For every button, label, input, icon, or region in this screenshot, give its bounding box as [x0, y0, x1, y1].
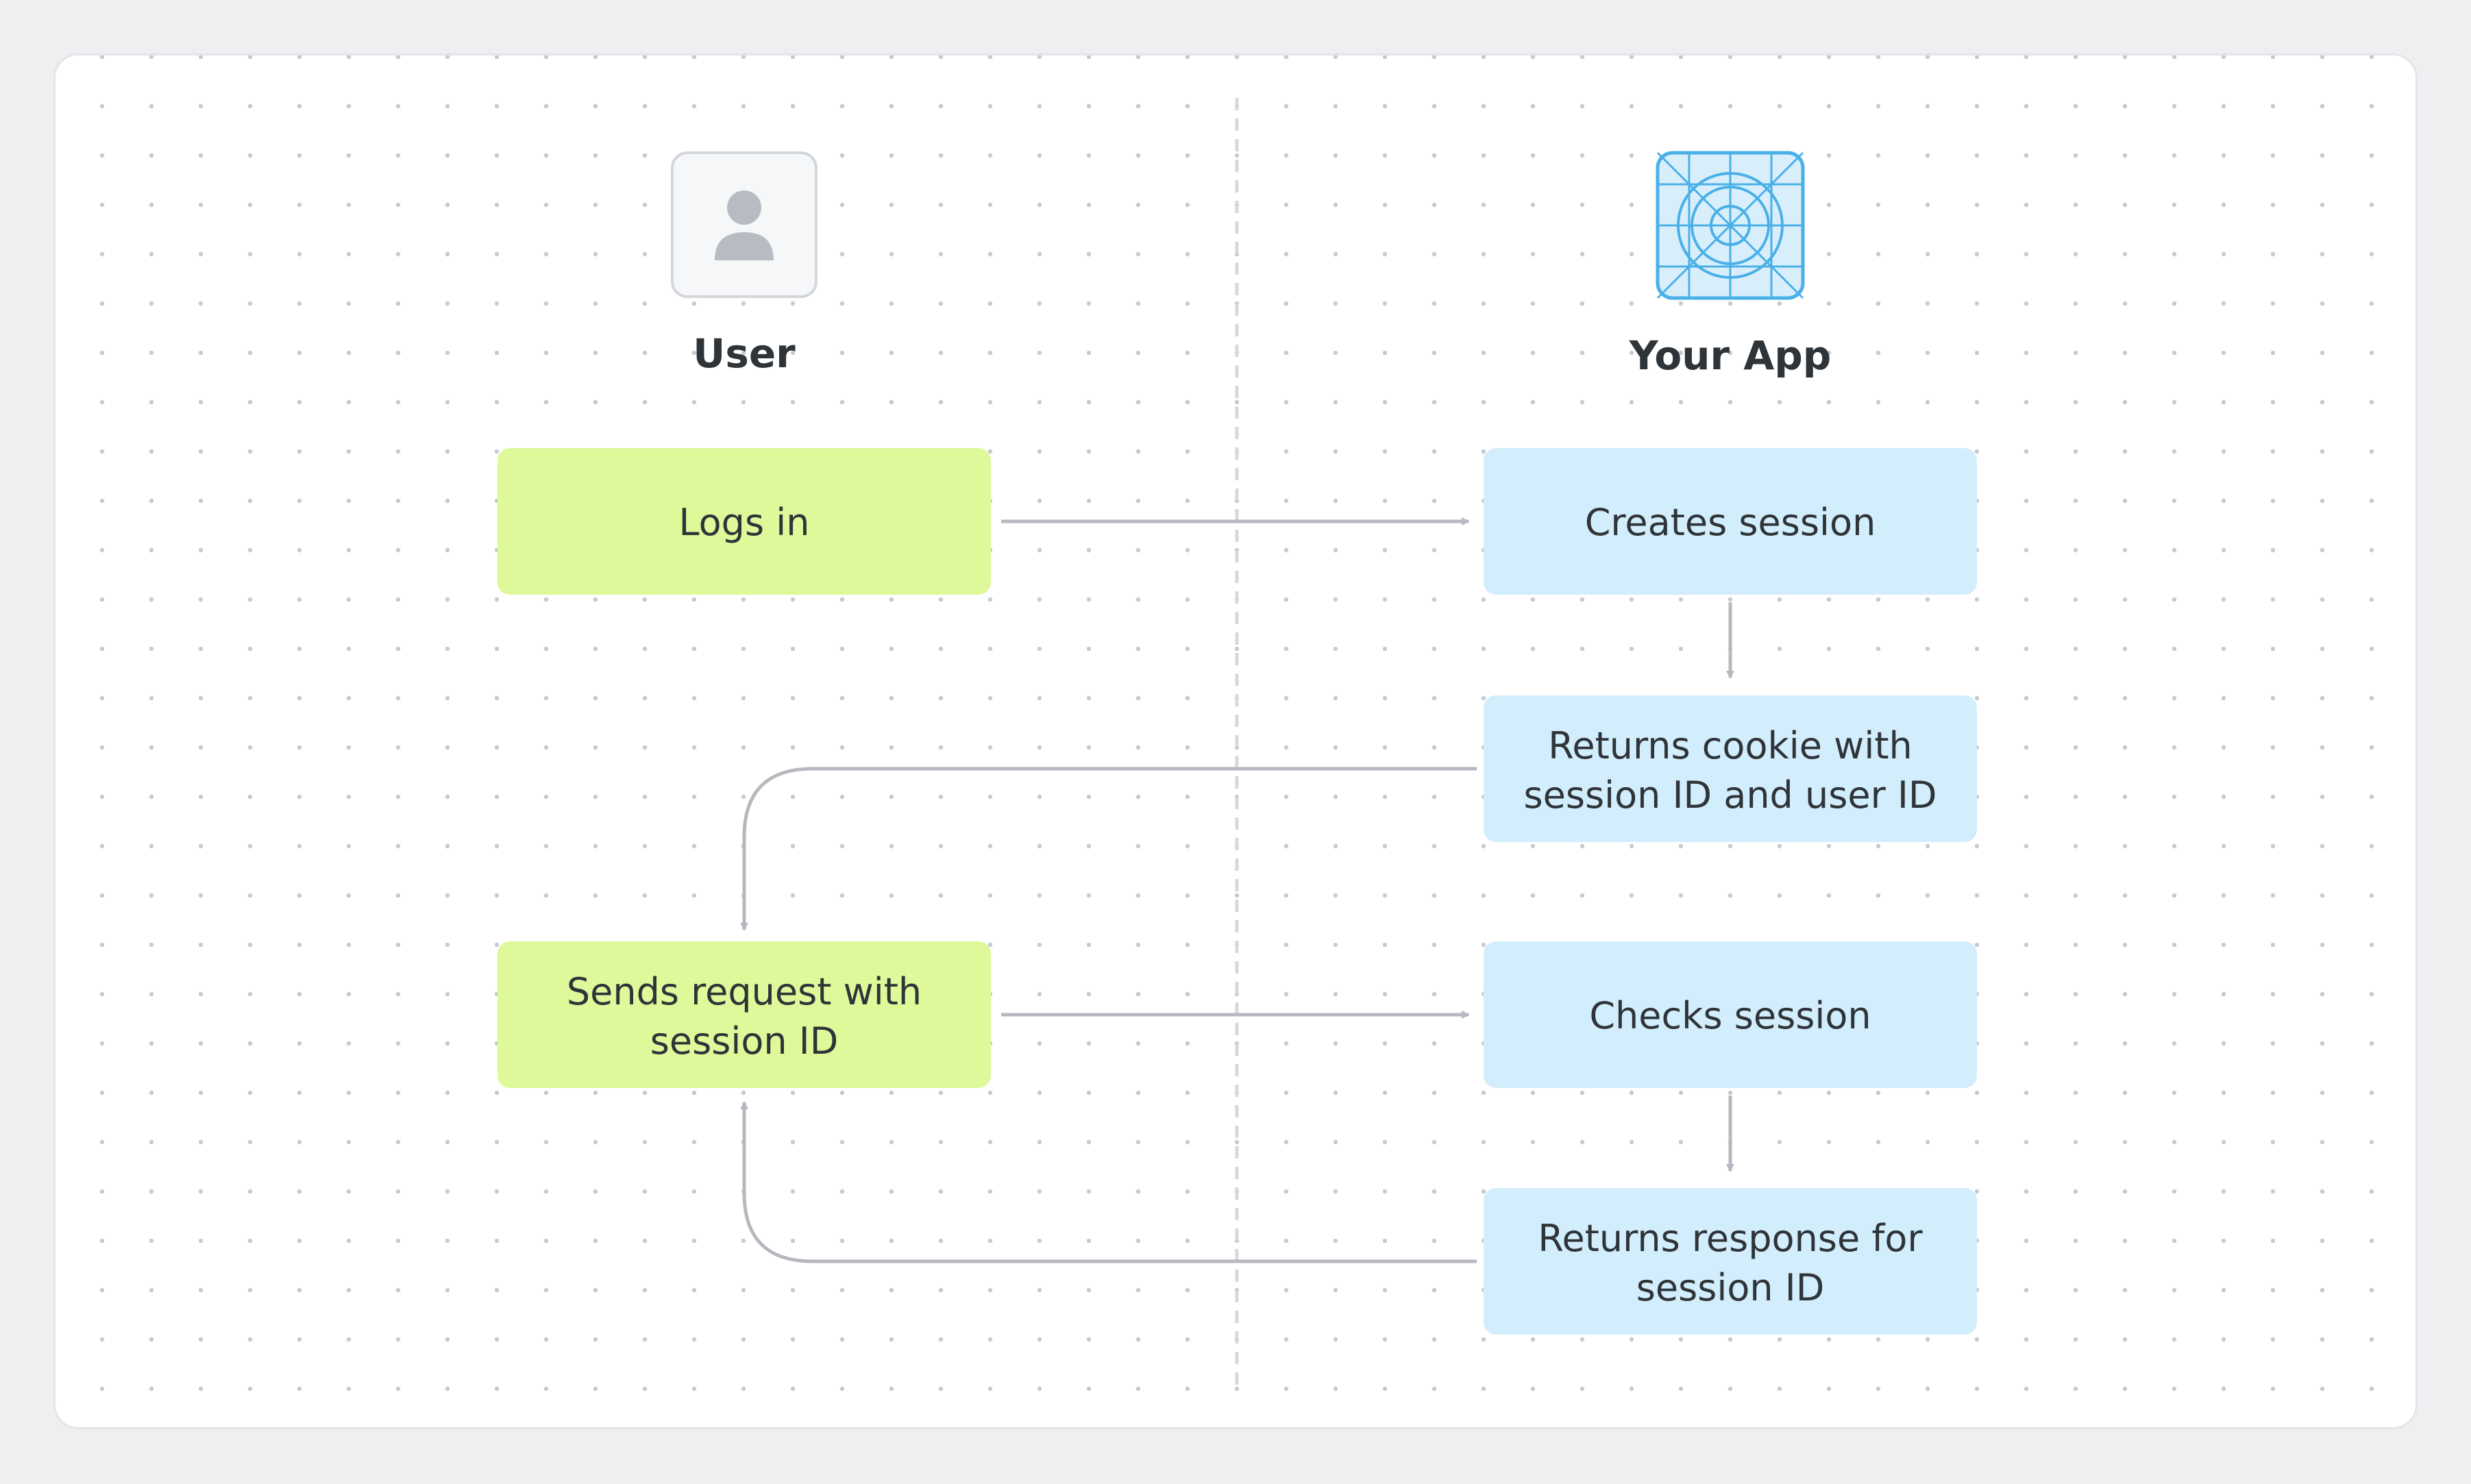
step-sends-request-line-1: Sends request with — [567, 970, 922, 1013]
user-avatar-icon — [671, 151, 817, 298]
step-checks-session: Checks session — [1484, 941, 1977, 1088]
step-returns-cookie: Returns cookie with session ID and user … — [1484, 695, 1977, 842]
step-logs-in-line-1: Logs in — [679, 501, 810, 544]
step-creates-session-line-1: Creates session — [1585, 501, 1876, 544]
user-actor-label: User — [693, 330, 796, 377]
step-returns-cookie-line-1: Returns cookie with — [1548, 724, 1912, 767]
diagram-card: User Your App — [53, 53, 2418, 1429]
step-returns-response: Returns response for session ID — [1484, 1188, 1977, 1335]
step-sends-request-line-2: session ID — [650, 1019, 839, 1063]
session-flow-diagram: User Your App — [56, 55, 2415, 1427]
app-actor-label: Your App — [1629, 332, 1832, 379]
connectors — [740, 517, 1734, 1263]
step-returns-cookie-line-2: session ID and user ID — [1524, 774, 1937, 817]
step-checks-session-line-1: Checks session — [1589, 994, 1871, 1037]
step-sends-request: Sends request with session ID — [497, 941, 991, 1088]
step-logs-in: Logs in — [497, 448, 991, 595]
arrow-cookie-to-request — [740, 767, 1477, 931]
arrow-response-to-request — [740, 1101, 1477, 1263]
step-returns-response-line-2: session ID — [1636, 1266, 1825, 1309]
step-creates-session: Creates session — [1484, 448, 1977, 595]
app-target-icon — [1656, 151, 1805, 300]
step-returns-response-line-1: Returns response for — [1538, 1217, 1923, 1260]
